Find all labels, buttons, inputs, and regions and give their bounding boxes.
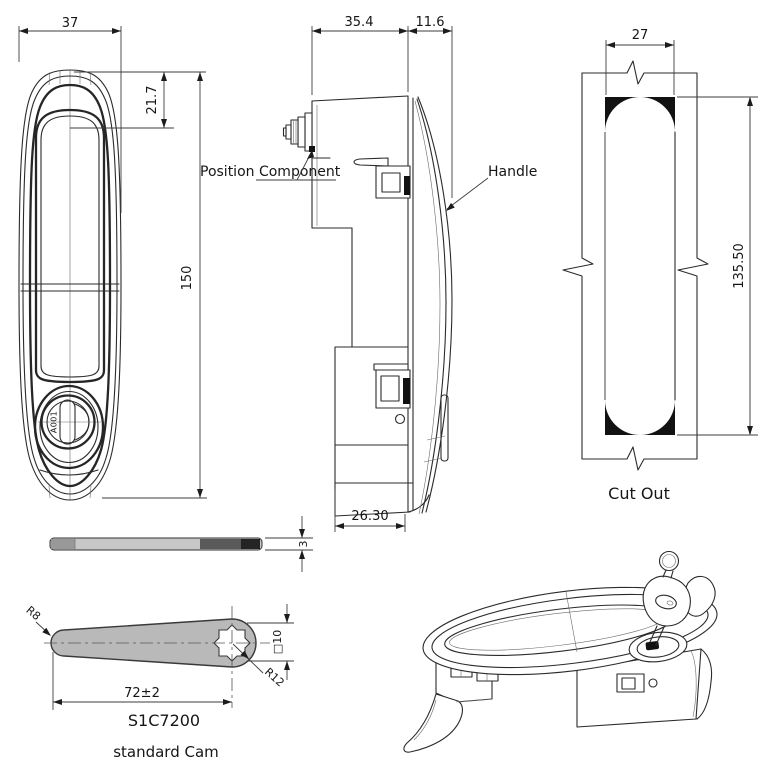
dim-cam-r8-value: R8 bbox=[23, 604, 43, 623]
dim-bottom-depth-value: 26.30 bbox=[351, 509, 388, 524]
dim-body-depth-value: 35.4 bbox=[345, 15, 374, 30]
callout-handle: Handle bbox=[446, 164, 537, 211]
dim-front-recess-value: 21.7 bbox=[145, 86, 160, 115]
dim-cam-thickness: 3 bbox=[265, 516, 313, 572]
dim-cam-square: □10 bbox=[247, 604, 294, 680]
dim-side-bottom: 26.30 bbox=[334, 489, 406, 532]
front-view: A001 bbox=[18, 69, 122, 501]
dim-cam-r12-value: R12 bbox=[262, 665, 287, 689]
screw-hole bbox=[394, 413, 406, 425]
lock-code: A001 bbox=[50, 411, 59, 433]
dim-cutout-height-value: 135.50 bbox=[732, 243, 747, 289]
dim-cam-length: 72±2 bbox=[52, 652, 232, 710]
cutout-plate-outline bbox=[562, 60, 709, 471]
dim-cam-left-radius: R8 bbox=[23, 604, 51, 636]
dim-front-width: 37 bbox=[18, 16, 122, 213]
dim-cam-thickness-value: 3 bbox=[297, 541, 310, 548]
dim-cam-length-value: 72±2 bbox=[124, 686, 160, 701]
cutout-caption: Cut Out bbox=[608, 484, 670, 503]
cutout-view bbox=[562, 60, 709, 471]
handle-leaf bbox=[417, 96, 453, 513]
position-component-barrel bbox=[282, 112, 315, 152]
lower-latch bbox=[373, 363, 411, 409]
cam-side-view bbox=[49, 537, 263, 551]
keys-icon bbox=[642, 550, 716, 646]
dim-cam-square-value: □10 bbox=[271, 630, 284, 654]
dim-cutout-width: 27 bbox=[605, 28, 675, 95]
side-view bbox=[282, 95, 453, 517]
cutout-slot-top bbox=[605, 97, 675, 132]
front-outline-outer bbox=[18, 69, 122, 501]
cutout-slot-bottom bbox=[605, 400, 675, 435]
position-component-label: Position Component bbox=[200, 164, 341, 180]
lock-cylinder bbox=[40, 394, 96, 450]
key-slot bbox=[59, 399, 76, 445]
dim-side-depths: 35.4 11.6 bbox=[311, 15, 453, 198]
iso-cam-lever bbox=[403, 693, 463, 753]
knurl-ticks bbox=[48, 71, 92, 499]
callout-position-component: Position Component bbox=[200, 150, 341, 181]
cam-outline bbox=[50, 618, 257, 668]
upper-latch bbox=[375, 165, 411, 199]
iso-lock-face bbox=[628, 631, 688, 663]
lock-bezel bbox=[33, 384, 105, 470]
dim-front-width-value: 37 bbox=[62, 16, 79, 31]
handle-label: Handle bbox=[488, 164, 537, 180]
cam-part-number: S1C7200 bbox=[128, 711, 200, 730]
dim-front-recess-depth: 21.7 bbox=[70, 71, 206, 129]
dim-front-height: 150 bbox=[102, 72, 207, 499]
dim-cutout-height: 135.50 bbox=[677, 96, 758, 436]
key-bow bbox=[642, 575, 691, 627]
isometric-view bbox=[403, 550, 718, 753]
cam-caption: standard Cam bbox=[113, 743, 219, 761]
dim-handle-depth-value: 11.6 bbox=[416, 15, 445, 30]
front-grip-recess bbox=[34, 108, 106, 384]
dim-front-height-value: 150 bbox=[180, 266, 195, 291]
dim-cutout-width-value: 27 bbox=[632, 28, 649, 43]
